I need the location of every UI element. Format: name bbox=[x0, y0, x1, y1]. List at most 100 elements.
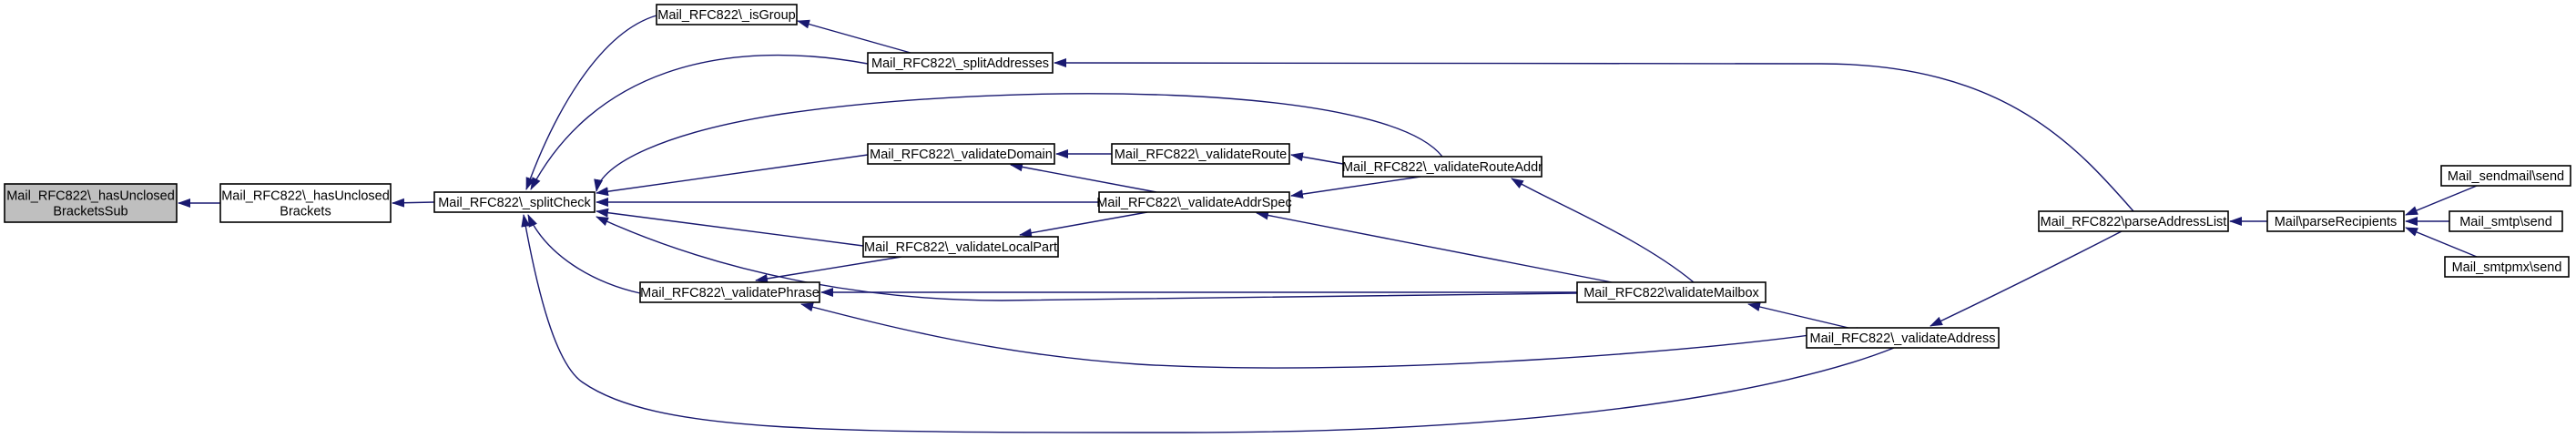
edge-validateAddrSpec-to-validateDomain bbox=[1010, 162, 1157, 193]
edge-arrow bbox=[596, 154, 869, 197]
edge-splitAddresses-to-splitCheck bbox=[530, 54, 869, 190]
node-label: Mail_RFC822\_hasUnclosed bbox=[6, 189, 175, 204]
node-splitCheck[interactable]: Mail_RFC822\_splitCheck bbox=[433, 191, 596, 213]
node-box bbox=[433, 191, 596, 213]
node-box bbox=[1111, 143, 1290, 165]
node-box bbox=[1342, 156, 1543, 178]
node-splitAddresses[interactable]: Mail_RFC822\_splitAddresses bbox=[867, 52, 1054, 74]
edge-splitCheck-to-hasUnclosedBrackets bbox=[392, 198, 435, 208]
node-parseAddressList[interactable]: Mail_RFC822\parseAddressList bbox=[2038, 210, 2229, 232]
node-box bbox=[867, 52, 1054, 74]
edge-arrow bbox=[797, 19, 911, 54]
edge-validateAddrSpec-to-validateLocalPart bbox=[1019, 211, 1148, 238]
edge-arrow bbox=[1054, 58, 2134, 212]
node-validateMailbox[interactable]: Mail_RFC822\validateMailbox bbox=[1576, 281, 1767, 303]
node-box bbox=[219, 183, 392, 223]
edge-validateAddress-to-validatePhrase bbox=[800, 302, 1858, 369]
edge-validateMailbox-to-validateRouteAddr bbox=[1511, 178, 1695, 283]
edge-arrow bbox=[1019, 211, 1148, 238]
node-smtpmxSend[interactable]: Mail_smtpmx\send bbox=[2444, 256, 2570, 278]
node-label: Mail_RFC822\_isGroup bbox=[657, 8, 796, 23]
edge-validateAddress-to-splitCheck bbox=[521, 214, 1895, 433]
node-validateRoute[interactable]: Mail_RFC822\_validateRoute bbox=[1111, 143, 1290, 165]
node-box bbox=[656, 4, 798, 25]
edge-arrow bbox=[2405, 185, 2478, 216]
node-box bbox=[1576, 281, 1767, 303]
node-validateLocalPart[interactable]: Mail_RFC822\_validateLocalPart bbox=[862, 236, 1059, 258]
edge-arrow bbox=[755, 256, 902, 283]
node-label: Mail_RFC822\_validateRouteAddr bbox=[1342, 160, 1543, 175]
node-label: Brackets bbox=[280, 205, 331, 219]
node-label: Mail_smtp\send bbox=[2459, 215, 2552, 229]
edge-arrow bbox=[527, 214, 641, 294]
node-label: Mail_RFC822\_validateLocalPart bbox=[864, 240, 1057, 255]
node-label: Mail_RFC822\_validateRoute bbox=[1115, 148, 1287, 162]
edge-parseAddressList-to-splitAddresses bbox=[1054, 58, 2134, 212]
node-label: Mail_RFC822\_validatePhrase bbox=[640, 286, 820, 300]
node-box bbox=[4, 183, 178, 223]
node-label: Mail\parseRecipients bbox=[2275, 215, 2398, 229]
node-validateAddress[interactable]: Mail_RFC822\_validateAddress bbox=[1806, 327, 2000, 349]
node-box bbox=[1806, 327, 2000, 349]
node-box bbox=[862, 236, 1059, 258]
node-label: Mail_RFC822\_hasUnclosed bbox=[221, 189, 390, 204]
edge-arrow bbox=[521, 214, 1895, 433]
edge-arrow bbox=[1290, 152, 1344, 165]
node-label: Mail_smtpmx\send bbox=[2452, 260, 2562, 275]
node-layer: Mail_RFC822\_hasUnclosedBracketsSubMail_… bbox=[4, 4, 2571, 349]
edge-arrow bbox=[1010, 162, 1157, 193]
edge-validateLocalPart-to-splitCheck bbox=[596, 208, 864, 247]
edge-validateLocalPart-to-validatePhrase bbox=[755, 256, 902, 283]
edge-validateDomain-to-splitCheck bbox=[596, 154, 869, 197]
node-box bbox=[1098, 191, 1290, 213]
edge-smtpmxSend-to-parseRecipients bbox=[2405, 227, 2478, 258]
node-box bbox=[2266, 210, 2405, 232]
node-label: Mail_RFC822\_validateAddress bbox=[1810, 331, 1996, 346]
edge-parseAddressList-to-validateAddress bbox=[1929, 230, 2123, 327]
edge-arrow bbox=[1511, 178, 1695, 283]
node-isGroup[interactable]: Mail_RFC822\_isGroup bbox=[656, 4, 798, 25]
edge-arrow bbox=[530, 54, 869, 190]
node-label: Mail_RFC822\_splitCheck bbox=[438, 196, 591, 210]
edge-splitAddresses-to-isGroup bbox=[797, 19, 911, 54]
edge-arrow bbox=[1290, 176, 1421, 199]
edge-validateMailbox-to-validateAddrSpec bbox=[1256, 210, 1613, 283]
node-box bbox=[2444, 256, 2570, 278]
node-label: Mail_sendmail\send bbox=[2448, 169, 2564, 184]
edge-arrow bbox=[800, 302, 1858, 369]
edge-arrow bbox=[1929, 230, 2123, 327]
node-smtpSend[interactable]: Mail_smtp\send bbox=[2449, 210, 2563, 232]
node-validateDomain[interactable]: Mail_RFC822\_validateDomain bbox=[867, 143, 1055, 165]
node-label: Mail_RFC822\_splitAddresses bbox=[871, 56, 1049, 71]
node-validateAddrSpec[interactable]: Mail_RFC822\_validateAddrSpec bbox=[1096, 191, 1292, 213]
node-box bbox=[2449, 210, 2563, 232]
node-label: BracketsSub bbox=[53, 205, 127, 219]
node-label: Mail_RFC822\_validateAddrSpec bbox=[1096, 196, 1291, 210]
node-validatePhrase[interactable]: Mail_RFC822\_validatePhrase bbox=[639, 281, 820, 303]
node-validateRouteAddr[interactable]: Mail_RFC822\_validateRouteAddr bbox=[1342, 156, 1543, 178]
edge-validateAddress-to-validateMailbox bbox=[1747, 302, 1849, 329]
node-parseRecipients[interactable]: Mail\parseRecipients bbox=[2266, 210, 2405, 232]
node-label: Mail_RFC822\parseAddressList bbox=[2041, 215, 2227, 229]
edge-validateRouteAddr-to-validateRoute bbox=[1290, 152, 1344, 165]
node-sendmailSend[interactable]: Mail_sendmail\send bbox=[2440, 165, 2571, 187]
edge-arrow bbox=[596, 208, 864, 247]
node-box bbox=[2038, 210, 2229, 232]
edge-sendmailSend-to-parseRecipients bbox=[2405, 185, 2478, 216]
edge-layer bbox=[178, 15, 2478, 433]
edge-validateRouteAddr-to-validateAddrSpec bbox=[1290, 176, 1421, 199]
node-label: Mail_RFC822\validateMailbox bbox=[1583, 286, 1759, 300]
edge-arrow bbox=[392, 198, 435, 208]
edge-validateRouteAddr-to-splitCheck bbox=[594, 93, 1443, 192]
node-box bbox=[2440, 165, 2571, 187]
edge-isGroup-to-splitCheck bbox=[525, 15, 657, 190]
edge-arrow bbox=[2405, 227, 2478, 258]
edge-validatePhrase-to-splitCheck bbox=[527, 214, 641, 294]
edge-arrow bbox=[594, 93, 1443, 192]
edge-arrow bbox=[1747, 302, 1849, 329]
edge-arrow bbox=[1256, 210, 1613, 283]
edge-arrow bbox=[525, 15, 657, 190]
